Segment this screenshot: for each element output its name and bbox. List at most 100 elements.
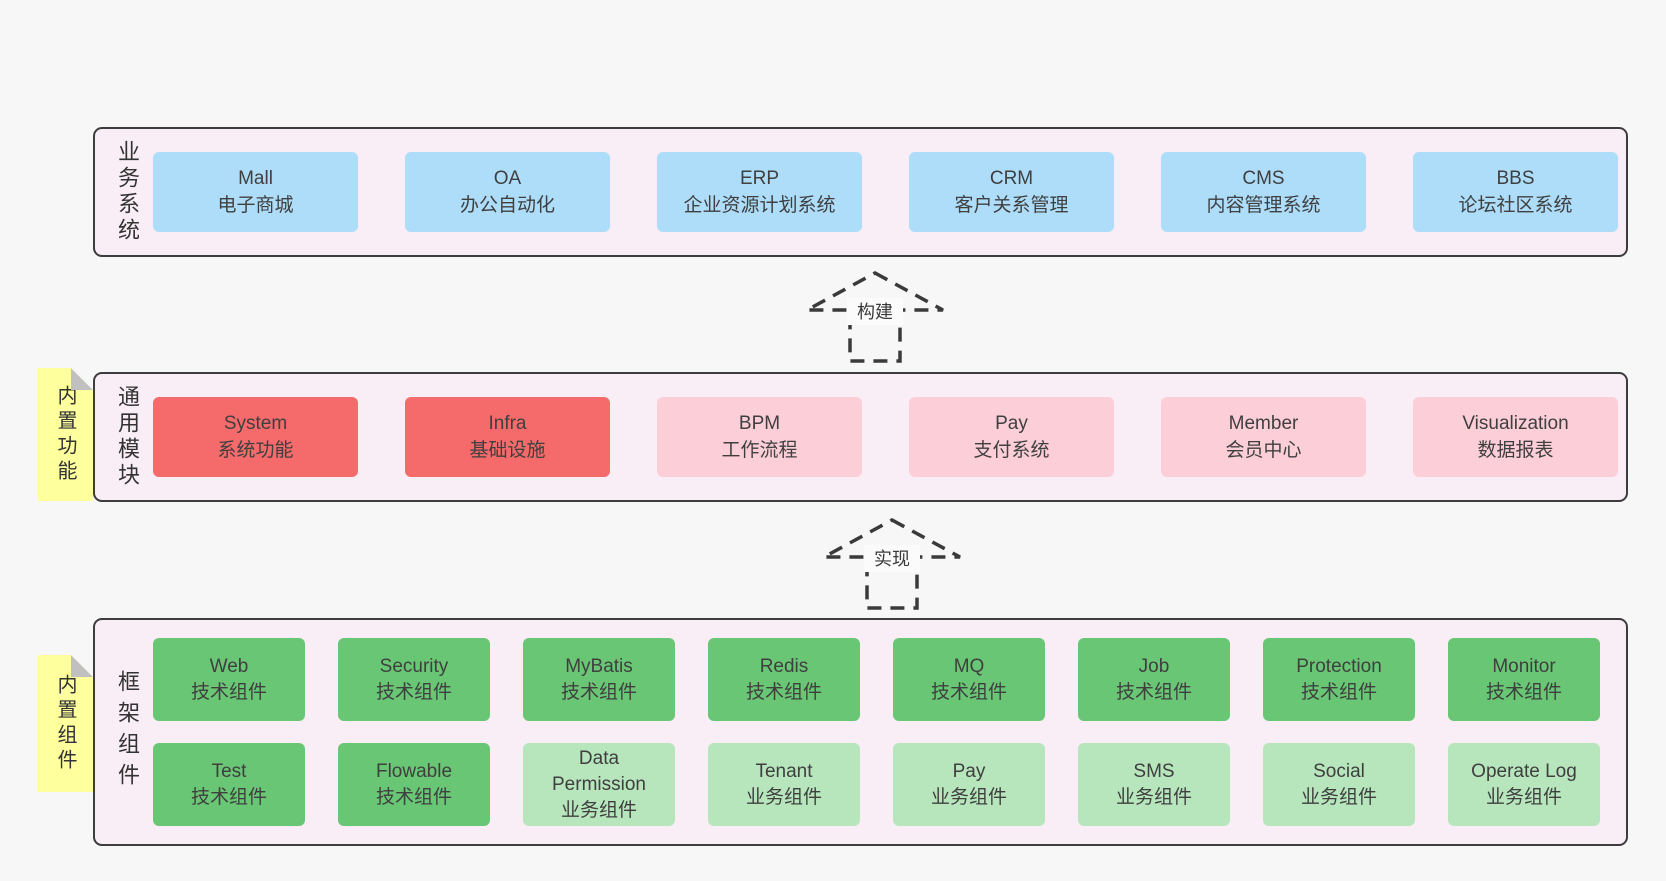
sticky-note-builtin-components: 内置组件 bbox=[38, 655, 93, 792]
arrow-label-bg bbox=[864, 545, 920, 572]
box-title: Mall bbox=[238, 168, 273, 189]
box-protection: Protection 技术组件 bbox=[1263, 638, 1415, 721]
box-subtitle: 企业资源计划系统 bbox=[683, 195, 836, 216]
box-subtitle: 论坛社区系统 bbox=[1458, 195, 1573, 216]
box-infra: Infra 基础设施 bbox=[405, 397, 610, 477]
box-crm: CRM 客户关系管理 bbox=[909, 152, 1114, 232]
box-subtitle: 工作流程 bbox=[721, 440, 798, 461]
box-subtitle: 系统功能 bbox=[217, 440, 294, 461]
box-title: System bbox=[223, 413, 288, 434]
box-title: Infra bbox=[488, 413, 527, 434]
box-title: Monitor bbox=[1492, 655, 1556, 677]
box-flowable: Flowable 技术组件 bbox=[338, 743, 490, 826]
folded-corner bbox=[71, 368, 93, 390]
box-sms: SMS 业务组件 bbox=[1078, 743, 1230, 826]
box-title: Redis bbox=[759, 655, 809, 677]
box-subtitle: 技术组件 bbox=[560, 681, 637, 703]
box-mall: Mall 电子商城 bbox=[153, 152, 358, 232]
box-subtitle: 业务组件 bbox=[1300, 786, 1377, 808]
box-subtitle: 基础设施 bbox=[469, 440, 546, 461]
box-subtitle: 数据报表 bbox=[1477, 440, 1554, 461]
box-title: Job bbox=[1138, 655, 1170, 677]
box-pay: Pay 业务组件 bbox=[893, 743, 1045, 826]
box-title: MyBatis bbox=[565, 655, 633, 677]
box-subtitle: 内容管理系统 bbox=[1206, 195, 1321, 216]
box-subtitle: 技术组件 bbox=[1115, 681, 1192, 703]
box-monitor: Monitor 技术组件 bbox=[1448, 638, 1600, 721]
box-subtitle: 技术组件 bbox=[190, 681, 267, 703]
box-title: OA bbox=[493, 168, 522, 189]
box-visualization: Visualization 数据报表 bbox=[1413, 397, 1618, 477]
box-subtitle: 技术组件 bbox=[930, 681, 1007, 703]
arrow-outline bbox=[823, 518, 961, 610]
box-title: Flowable bbox=[375, 760, 453, 782]
sticky-note-builtin-features: 内置功能 bbox=[38, 368, 93, 501]
box-title: Social bbox=[1313, 760, 1365, 782]
box-title: Test bbox=[211, 760, 247, 782]
arrow-implement: 实现 bbox=[823, 518, 961, 610]
box-mq: MQ 技术组件 bbox=[893, 638, 1045, 721]
layer-label-components: 框架组件 bbox=[115, 670, 140, 794]
arrow-outline bbox=[806, 271, 944, 363]
folded-corner bbox=[71, 655, 93, 677]
box-subtitle: 业务组件 bbox=[930, 786, 1007, 808]
box-subtitle: 业务组件 bbox=[1115, 786, 1192, 808]
box-title: BPM bbox=[738, 413, 781, 434]
box-subtitle: 技术组件 bbox=[1300, 681, 1377, 703]
box-subtitle: 电子商城 bbox=[217, 195, 294, 216]
box-system: System 系统功能 bbox=[153, 397, 358, 477]
box-title: Protection bbox=[1296, 655, 1382, 677]
box-subtitle: 技术组件 bbox=[745, 681, 822, 703]
box-subtitle: 业务组件 bbox=[745, 786, 822, 808]
box-title: SMS bbox=[1133, 760, 1175, 782]
layer-label-modules: 通用模块 bbox=[115, 385, 140, 489]
arrow-label: 构建 bbox=[857, 302, 893, 322]
box-title: CRM bbox=[989, 168, 1034, 189]
box-subtitle: 业务组件 bbox=[1485, 786, 1562, 808]
box-title: Web bbox=[209, 655, 249, 677]
box-web: Web 技术组件 bbox=[153, 638, 305, 721]
box-title: Visualization bbox=[1462, 413, 1569, 434]
box-subtitle: 技术组件 bbox=[190, 786, 267, 808]
sticky-note-text: 内置组件 bbox=[54, 673, 76, 774]
box-social: Social 业务组件 bbox=[1263, 743, 1415, 826]
box-subtitle: 客户关系管理 bbox=[954, 195, 1069, 216]
box-job: Job 技术组件 bbox=[1078, 638, 1230, 721]
arrow-build: 构建 bbox=[806, 271, 944, 363]
box-title: BBS bbox=[1496, 168, 1535, 189]
box-bpm: BPM 工作流程 bbox=[657, 397, 862, 477]
box-subtitle: 支付系统 bbox=[973, 440, 1050, 461]
arrow-label-bg bbox=[847, 298, 903, 325]
arrow-label: 实现 bbox=[874, 549, 910, 569]
box-bbs: BBS 论坛社区系统 bbox=[1413, 152, 1618, 232]
box-subtitle: 技术组件 bbox=[375, 786, 452, 808]
box-title: Pay bbox=[952, 760, 986, 782]
box-subtitle: 会员中心 bbox=[1225, 440, 1302, 461]
box-oa: OA 办公自动化 bbox=[405, 152, 610, 232]
layer-label-business: 业务系统 bbox=[115, 140, 140, 244]
box-subtitle: 办公自动化 bbox=[459, 195, 555, 216]
box-test: Test 技术组件 bbox=[153, 743, 305, 826]
box-title: MQ bbox=[953, 655, 985, 677]
box-title: Data Permission bbox=[552, 747, 646, 795]
sticky-note-text: 内置功能 bbox=[54, 384, 76, 485]
box-subtitle: 业务组件 bbox=[560, 799, 637, 821]
box-title: Security bbox=[379, 655, 449, 677]
box-subtitle: 技术组件 bbox=[1485, 681, 1562, 703]
box-data-permission: Data Permission 业务组件 bbox=[523, 743, 675, 826]
